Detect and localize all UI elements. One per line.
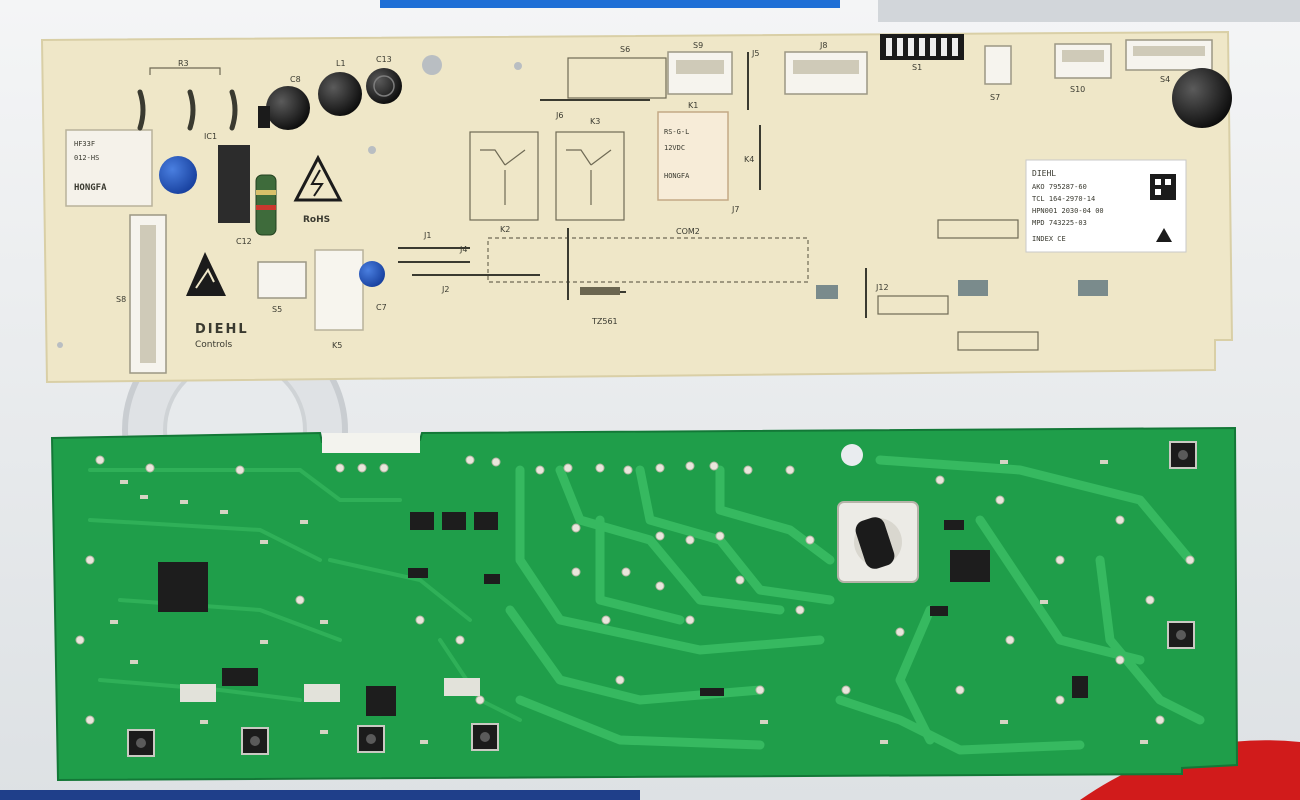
silkscreen-label: K2 — [500, 225, 510, 234]
silkscreen-label: DIEHL — [1032, 169, 1056, 178]
relay-left — [65, 129, 153, 207]
silkscreen-label: S5 — [272, 305, 282, 314]
silkscreen-label: J5 — [751, 49, 759, 58]
capacitor-c13 — [366, 68, 402, 104]
transformer — [218, 145, 250, 223]
silkscreen-label: R3 — [178, 59, 189, 68]
product-sticker: DIEHL AKO 795287-60 TCL 164-2970-14 HPN0… — [1025, 159, 1187, 253]
relay-k4 — [657, 111, 729, 201]
qr-code-icon — [1150, 174, 1176, 200]
silkscreen-label: J1 — [423, 231, 431, 240]
silkscreen-label: S1 — [912, 63, 922, 72]
silkscreen-label: S4 — [1160, 75, 1170, 84]
ic-small — [258, 106, 270, 128]
silkscreen-label: C7 — [376, 303, 387, 312]
silkscreen-label: C12 — [236, 237, 252, 246]
silkscreen-label: MPD 743225-03 — [1032, 219, 1087, 227]
connector-s5 — [257, 261, 307, 299]
silkscreen-label: COM2 — [676, 227, 700, 236]
silkscreen-label: S6 — [620, 45, 630, 54]
silkscreen-label: J4 — [459, 245, 467, 254]
silkscreen-label: HF33F — [74, 140, 95, 148]
buzzer — [1172, 68, 1232, 128]
rohs-text: RoHS — [303, 215, 330, 225]
silkscreen-label: HONGFA — [74, 183, 107, 193]
capacitor-c7-blue — [359, 261, 385, 287]
silkscreen-label: HPN001 2030-04 00 — [1032, 207, 1104, 215]
bottom-strip-blue — [0, 790, 640, 800]
warning-triangle-icon — [1156, 228, 1172, 242]
brand-subtext: Controls — [195, 340, 233, 350]
silkscreen-label: K5 — [332, 341, 342, 350]
silkscreen-label: K4 — [744, 155, 754, 164]
relay-k5 — [314, 249, 364, 331]
varistor-blue — [159, 156, 197, 194]
silkscreen-label: S10 — [1070, 85, 1085, 94]
silkscreen-label: TZ561 — [591, 317, 618, 326]
silkscreen-label: S7 — [990, 93, 1000, 102]
silkscreen-label: TCL 164-2970-14 — [1032, 195, 1095, 203]
silkscreen-label: J6 — [555, 111, 563, 120]
silkscreen-label: J2 — [441, 285, 449, 294]
capacitor-l1 — [318, 72, 362, 116]
silkscreen-label: C8 — [290, 75, 301, 84]
tactile-switch-2 — [241, 727, 269, 755]
silkscreen-label: 012-HS — [74, 154, 99, 162]
red-corner-badge — [1080, 740, 1300, 800]
silkscreen-label: L1 — [336, 59, 346, 68]
brand-text: DIEHL — [195, 322, 249, 337]
silkscreen-label: AKO 795287-60 — [1032, 183, 1087, 191]
silkscreen-label: C13 — [376, 55, 392, 64]
mounting-hole — [841, 444, 863, 466]
high-voltage-icon — [293, 154, 343, 202]
silkscreen-label: K3 — [590, 117, 600, 126]
top-banner-blue — [380, 0, 840, 8]
top-board: DIEHL Controls RoHS R3 L1 C13 C8 S6 S9 J… — [40, 30, 1234, 384]
tactile-switch-1 — [127, 729, 155, 757]
silkscreen-label: J12 — [875, 283, 889, 292]
silkscreen-label: J7 — [731, 205, 739, 214]
silkscreen-label: IC1 — [204, 132, 217, 141]
microcontroller-chip — [158, 562, 208, 612]
silkscreen-label: INDEX CE — [1032, 235, 1066, 243]
silkscreen-label: S9 — [693, 41, 703, 50]
top-banner-gray — [878, 0, 1300, 22]
connector-s7 — [984, 45, 1012, 85]
silkscreen-label: HONGFA — [664, 172, 690, 180]
bottom-board — [50, 426, 1239, 782]
silkscreen-label: S8 — [116, 295, 126, 304]
silkscreen-label: J8 — [819, 41, 827, 50]
capacitor-c8 — [266, 86, 310, 130]
silkscreen-label: 12VDC — [664, 144, 685, 152]
silkscreen-label: RS-G-L — [664, 128, 689, 136]
silkscreen-label: K1 — [688, 101, 698, 110]
